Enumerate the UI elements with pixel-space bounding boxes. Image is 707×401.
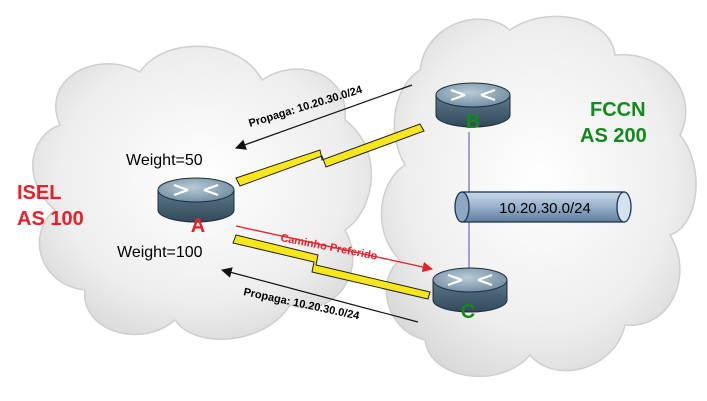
weight-bottom-label: Weight=100: [117, 244, 203, 261]
network-label: 10.20.30.0/24: [499, 200, 591, 217]
router-arrows-icon: [447, 274, 493, 286]
router-b-label: B: [466, 111, 480, 133]
propagation-arrow-bottom: [220, 267, 419, 323]
router-c-label: C: [461, 301, 475, 323]
as-left-name: ISEL: [17, 182, 61, 204]
propagation-arrow-top: [234, 84, 413, 150]
preferred-path-arrow: [235, 225, 434, 273]
router-a-label: A: [191, 215, 205, 237]
router-a[interactable]: [157, 177, 235, 223]
router-c[interactable]: [432, 267, 508, 313]
weight-top-label: Weight=50: [126, 152, 203, 169]
as-right-name: FCCN: [590, 99, 646, 121]
as-right-number: AS 200: [580, 125, 647, 147]
network-segment: 10.20.30.0/24: [454, 191, 632, 223]
router-arrows-icon: [450, 89, 496, 101]
serial-link-a-c: [232, 234, 431, 300]
router-arrows-icon: [173, 184, 219, 196]
router-b[interactable]: [435, 82, 511, 128]
serial-link-a-b: [235, 123, 425, 187]
as-left-number: AS 100: [17, 208, 84, 230]
